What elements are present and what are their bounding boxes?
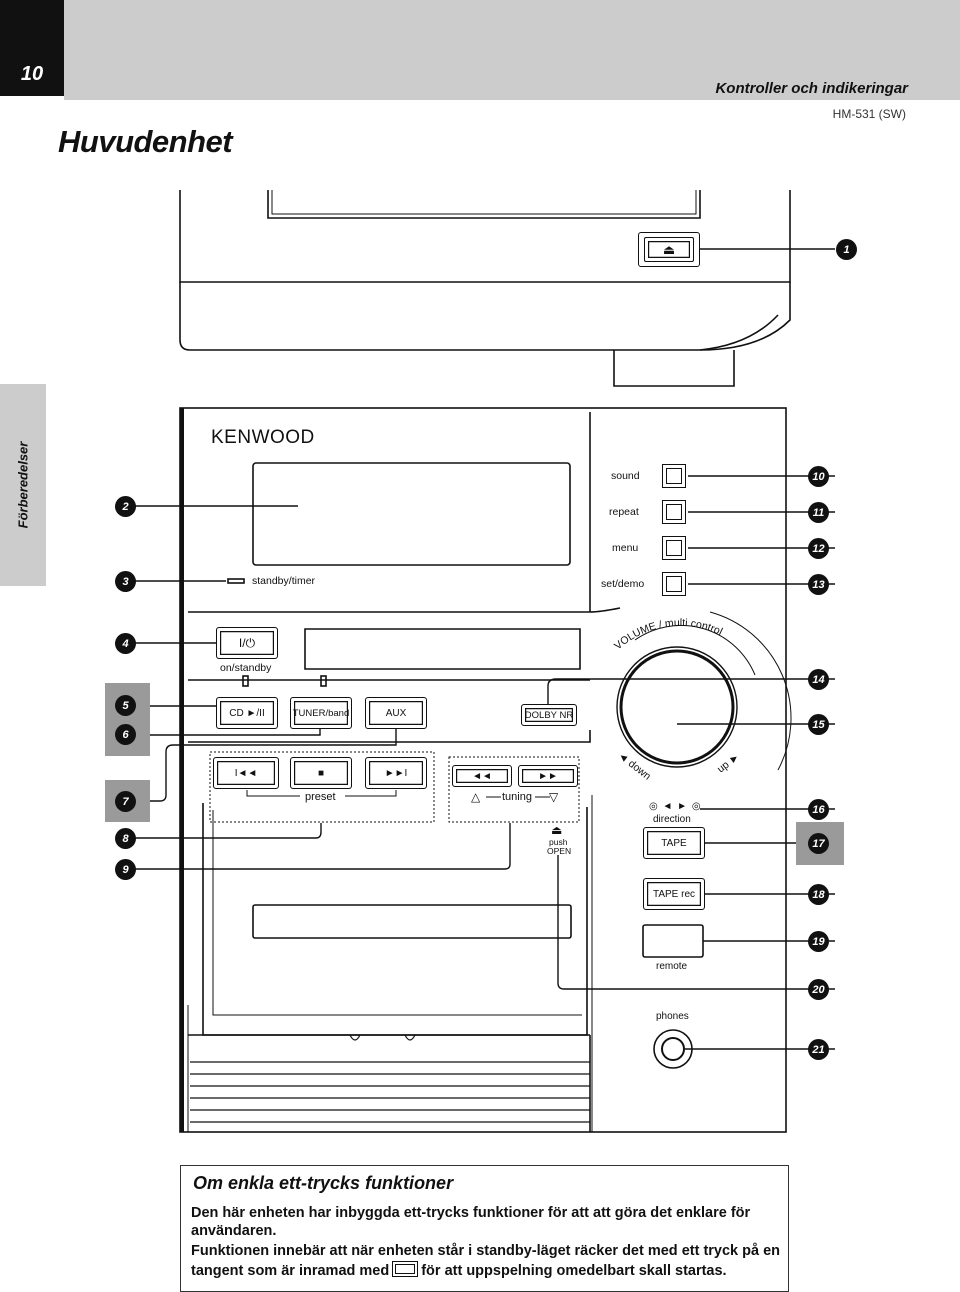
sound-button[interactable] (662, 464, 686, 488)
callout-18: 18 (808, 884, 829, 905)
open-label: OPEN (547, 846, 572, 856)
tuning-up-icon: △ (471, 790, 481, 804)
fast-forward-button[interactable]: ►► (518, 765, 578, 787)
set-demo-button[interactable] (662, 572, 686, 596)
direction-label: direction (653, 814, 691, 825)
volume-label-arc: VOLUME / multi control (612, 617, 724, 652)
skip-back-button[interactable]: I◄◄ (213, 757, 279, 789)
push-label: push (549, 837, 568, 847)
svg-text:VOLUME / multi control: VOLUME / multi control (612, 617, 724, 652)
tuner-band-button[interactable]: TUNER/band (290, 697, 352, 729)
sound-label: sound (611, 470, 640, 482)
callout-9: 9 (115, 859, 136, 880)
tape-button[interactable]: TAPE (643, 827, 705, 859)
on-standby-label: on/standby (220, 662, 272, 674)
preset-label: preset (305, 791, 336, 803)
volume-knob[interactable] (621, 651, 733, 763)
callout-17: 17 (808, 833, 829, 854)
header-bar (64, 0, 960, 100)
phones-label: phones (656, 1011, 689, 1022)
tape-rec-button[interactable]: TAPE rec (643, 878, 705, 910)
page-title: Huvudenhet (58, 124, 233, 159)
callout-4: 4 (115, 633, 136, 654)
info-box-title: Om enkla ett-trycks funktioner (193, 1173, 454, 1193)
eject-icon: ⏏ (551, 823, 563, 837)
framed-key-icon (392, 1260, 419, 1277)
callout-3: 3 (115, 571, 136, 592)
info-paragraph-2-end: för att uppspelning omedelbart skall sta… (421, 1262, 727, 1279)
standby-timer-label: standby/timer (252, 575, 316, 587)
info-paragraph-1: Den här enheten har inbyggda ett-trycks … (191, 1205, 751, 1239)
side-tab[interactable] (0, 384, 46, 586)
rewind-button[interactable]: ◄◄ (452, 765, 512, 787)
highlight-5-6 (105, 683, 150, 756)
callout-7: 7 (115, 791, 136, 812)
callout-6: 6 (115, 724, 136, 745)
remote-sensor (643, 925, 703, 957)
set-demo-label: set/demo (601, 578, 645, 590)
callout-1: 1 (836, 239, 857, 260)
section-title: Kontroller och indikeringar (715, 80, 908, 97)
page-number: 10 (0, 0, 64, 96)
remote-label: remote (656, 961, 688, 972)
callout-21: 21 (808, 1039, 829, 1060)
skip-forward-button[interactable]: ►►I (365, 757, 427, 789)
volume-label: VOLUME / multi control (612, 617, 724, 652)
dolby-nr-button[interactable]: DOLBY NR (521, 704, 577, 726)
model-label: HM-531 (SW) (832, 107, 906, 121)
info-paragraph-2-start: Funktionen innebär att när enheten står … (191, 1243, 781, 1279)
repeat-button[interactable] (662, 500, 686, 524)
direction-icons: ◎ ◄ ► ◎ (649, 801, 702, 812)
cd-eject-button[interactable]: ⏏ (638, 232, 700, 267)
callout-20: 20 (808, 979, 829, 1000)
callout-19: 19 (808, 931, 829, 952)
menu-label: menu (612, 542, 639, 554)
info-paragraph-2: Funktionen innebär att när enheten står … (191, 1243, 787, 1280)
callout-14: 14 (808, 669, 829, 690)
power-button[interactable]: I/⏻ (216, 627, 278, 659)
callout-10: 10 (808, 466, 829, 487)
callout-11: 11 (808, 502, 829, 523)
callout-12: 12 (808, 538, 829, 559)
tuning-label: tuning (502, 791, 532, 803)
callout-5: 5 (115, 695, 136, 716)
cd-play-pause-button[interactable]: CD ►/II (216, 697, 278, 729)
tuning-down-icon: ▽ (549, 790, 559, 804)
callout-15: 15 (808, 714, 829, 735)
phones-jack[interactable] (654, 1030, 692, 1068)
repeat-label: repeat (609, 506, 639, 518)
callout-8: 8 (115, 828, 136, 849)
menu-button[interactable] (662, 536, 686, 560)
eject-icon: ⏏ (644, 237, 694, 262)
brand-logo: KENWOOD (211, 427, 315, 448)
callout-2: 2 (115, 496, 136, 517)
aux-button[interactable]: AUX (365, 697, 427, 729)
callout-16: 16 (808, 799, 829, 820)
stop-button[interactable]: ■ (290, 757, 352, 789)
callout-13: 13 (808, 574, 829, 595)
